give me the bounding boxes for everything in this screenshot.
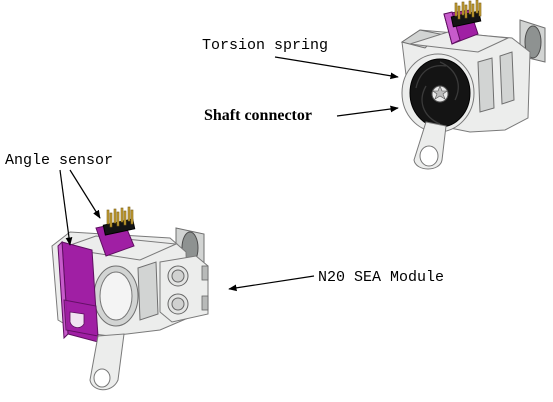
shaft-connector-part bbox=[431, 85, 449, 103]
label-n20-sea-module: N20 SEA Module bbox=[318, 269, 444, 286]
label-torsion-spring: Torsion spring bbox=[202, 37, 328, 54]
label-shaft-connector: Shaft connector bbox=[204, 107, 312, 124]
lever-arm bbox=[89, 333, 125, 391]
pointer-n20-sea-module bbox=[228, 275, 315, 292]
pointer-angle-sensor-b bbox=[69, 169, 101, 219]
label-angle-sensor: Angle sensor bbox=[5, 152, 113, 169]
pointer-shaft-connector bbox=[336, 105, 399, 117]
header-pins bbox=[102, 206, 136, 236]
mounting-block bbox=[159, 255, 209, 323]
pointer-angle-sensor-a bbox=[59, 169, 73, 246]
upper-module-illustration bbox=[400, 0, 546, 170]
pointer-torsion-spring bbox=[274, 56, 399, 80]
header-pins bbox=[450, 0, 482, 28]
lower-module-illustration bbox=[51, 206, 209, 391]
lever-arm bbox=[413, 121, 447, 170]
angle-sensor-part bbox=[57, 240, 99, 343]
